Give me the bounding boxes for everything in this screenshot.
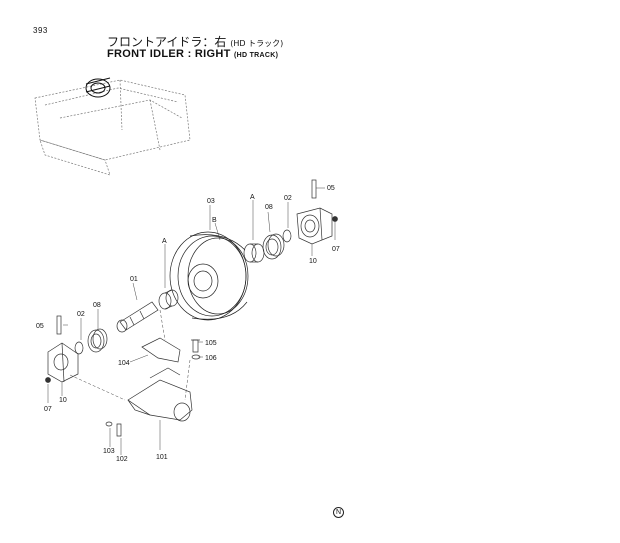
right-plug-07 (332, 216, 338, 222)
title-english: FRONT IDLER : RIGHT (HD TRACK) (107, 48, 278, 60)
label-10-left: 10 (59, 397, 67, 404)
left-seal-08 (87, 328, 108, 353)
label-103: 103 (103, 448, 115, 455)
idler-wheel (169, 231, 249, 321)
left-support-10 (47, 342, 79, 383)
label-102: 102 (116, 456, 128, 463)
label-01: 01 (130, 276, 138, 283)
right-bushing (243, 243, 265, 263)
title-japanese: フロントアイドラ：右 (HD トラック) (107, 33, 283, 50)
label-05-top: 05 (327, 185, 335, 192)
right-seal-08 (262, 233, 285, 260)
label-106: 106 (205, 355, 217, 362)
label-101: 101 (156, 454, 168, 461)
title-japanese-sub: (HD トラック) (230, 39, 284, 48)
page-number: 393 (33, 26, 48, 35)
idler-location-highlight (85, 77, 111, 98)
right-pin-05 (311, 179, 317, 199)
washer-103 (105, 421, 113, 427)
shaft-01 (116, 301, 159, 333)
left-o-ring-02 (74, 341, 84, 355)
label-02-top: 02 (284, 195, 292, 202)
right-support-10 (296, 207, 333, 245)
left-plug-07 (45, 377, 51, 383)
label-B: B (212, 217, 217, 224)
label-08-top: 08 (265, 204, 273, 211)
callout-labels: 03 B A 08 02 05 07 10 A 01 05 02 08 07 1… (36, 185, 340, 463)
label-104: 104 (118, 360, 130, 367)
leader-lines (47, 187, 336, 455)
label-07-right: 07 (332, 246, 340, 253)
label-08-left: 08 (93, 302, 101, 309)
bracket-101 (127, 367, 193, 422)
label-A-left: A (162, 238, 167, 245)
label-03: 03 (207, 198, 215, 205)
bolt-102 (116, 423, 122, 437)
guard-104 (141, 337, 181, 363)
title-japanese-main: フロントアイドラ：右 (107, 35, 227, 49)
label-A-top: A (250, 194, 255, 201)
right-o-ring-02 (282, 229, 292, 243)
left-pin-05 (56, 315, 62, 335)
title-english-main: FRONT IDLER : RIGHT (107, 48, 231, 60)
footer-mark: N (333, 507, 344, 518)
left-bushing (158, 289, 179, 310)
bolt-105 (191, 339, 200, 353)
label-10-right: 10 (309, 258, 317, 265)
label-07-left: 07 (44, 406, 52, 413)
label-02-left: 02 (77, 311, 85, 318)
label-105: 105 (205, 340, 217, 347)
title-english-sub: (HD TRACK) (234, 52, 279, 59)
label-05-left: 05 (36, 323, 44, 330)
undercarriage-location-sketch (34, 79, 191, 176)
